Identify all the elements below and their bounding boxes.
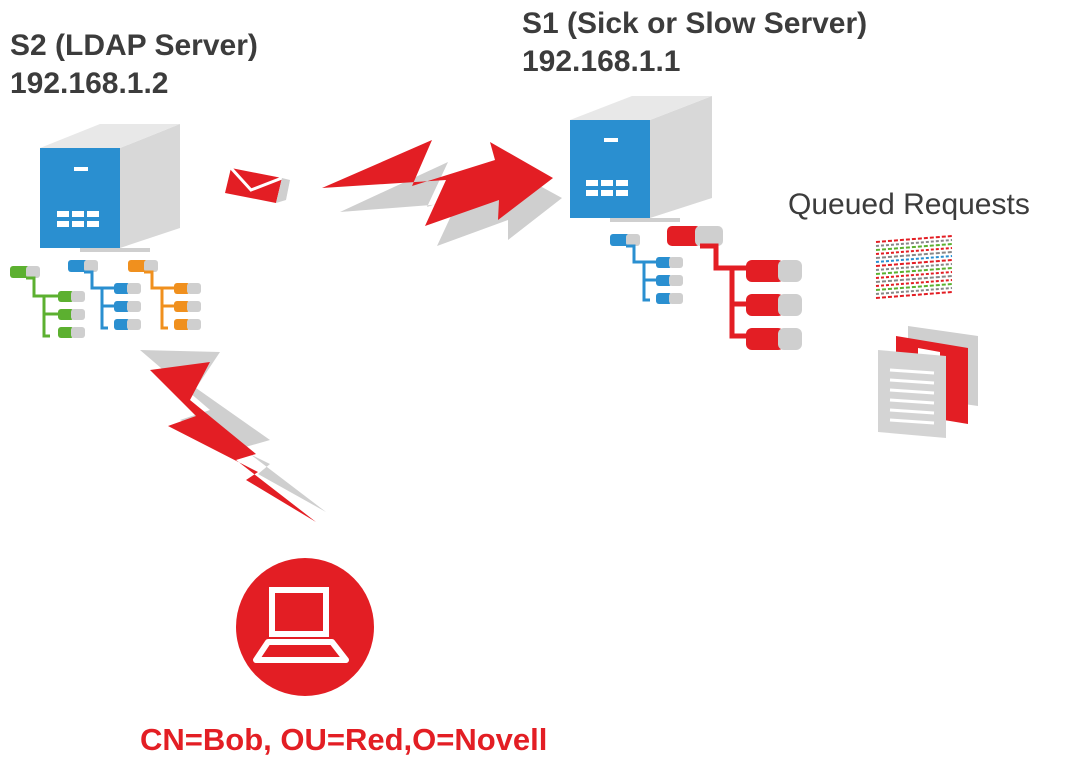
s2-server-name: S2 (LDAP Server) [10, 29, 258, 62]
s1-tree-blue-icon [610, 234, 683, 304]
slow-server-icon [570, 96, 712, 222]
queued-requests-label: Queued Requests [788, 188, 1030, 221]
envelope-icon [225, 166, 290, 203]
s2-tree-blue-icon [68, 260, 141, 330]
s1-server-name: S1 (Sick or Slow Server) [522, 7, 868, 40]
lightning-arrow-up-icon [140, 350, 326, 522]
s2-tree-green-icon [10, 266, 85, 338]
document-stack-icon [878, 326, 978, 438]
user-dn-label: CN=Bob, OU=Red,O=Novell [140, 722, 548, 757]
s2-server-ip: 192.168.1.2 [10, 67, 169, 100]
s1-tree-red-icon [667, 226, 802, 350]
lightning-arrow-icon [322, 140, 562, 246]
request-stack-icon [875, 235, 953, 299]
ldap-server-icon [40, 124, 180, 252]
s2-tree-orange-icon [128, 260, 201, 330]
user-laptop-icon [236, 558, 374, 696]
s1-server-ip: 192.168.1.1 [522, 45, 681, 78]
